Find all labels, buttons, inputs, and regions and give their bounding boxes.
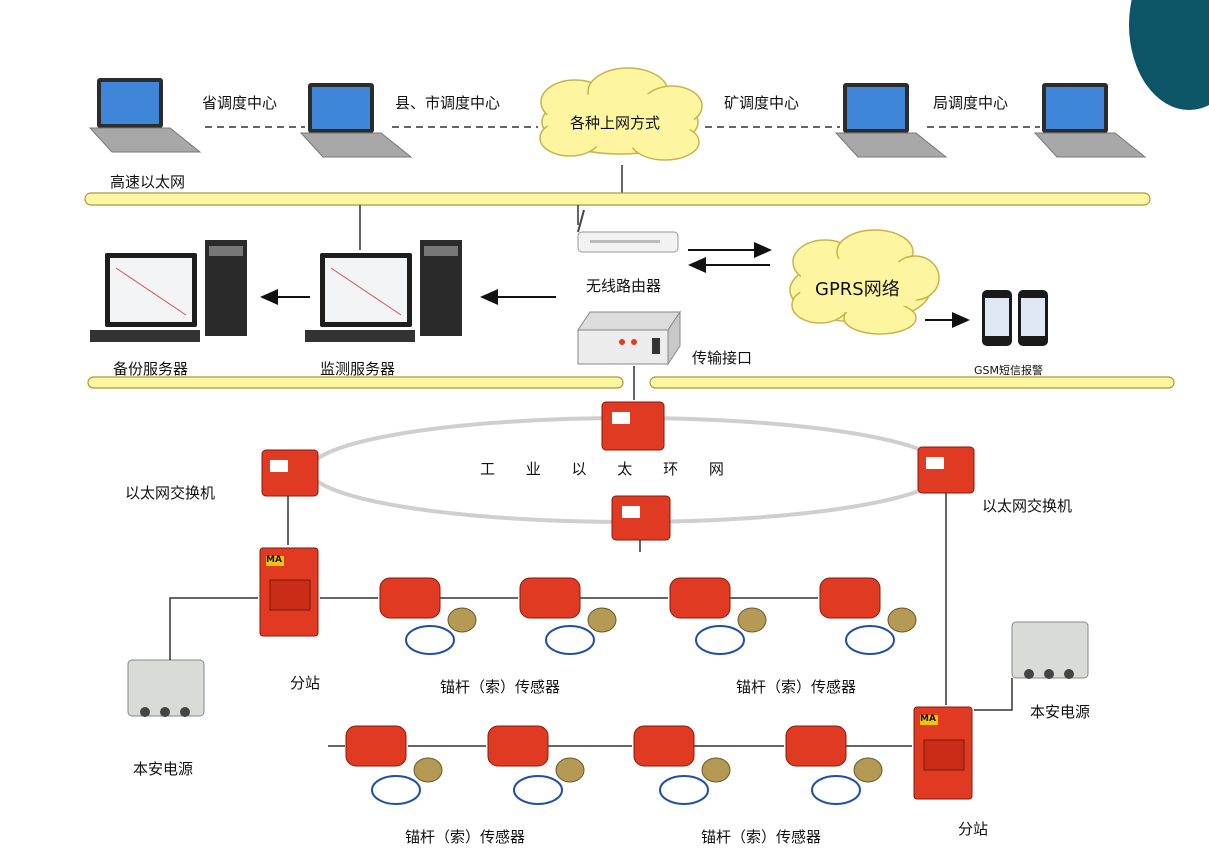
sensor-icon <box>345 725 847 767</box>
label-switch-left: 以太网交换机 <box>125 484 216 502</box>
label-monitor-server: 监测服务器 <box>320 360 396 378</box>
laptop-icon <box>1033 83 1147 158</box>
power-supply-2-icon <box>1011 621 1089 679</box>
label-backup-server: 备份服务器 <box>113 360 189 378</box>
label-switch-right: 以太网交换机 <box>982 497 1073 515</box>
label-sensor-2: 锚杆（索）传感器 <box>736 678 857 696</box>
label-sensor-3: 锚杆（索）传感器 <box>405 828 526 846</box>
substation-2-icon <box>913 706 973 800</box>
phone-icon <box>982 290 1048 346</box>
substation-1-icon <box>259 547 319 637</box>
transmission-interface-icon <box>577 310 681 366</box>
anchor-probe-icon <box>413 757 883 783</box>
label-substation-2: 分站 <box>958 820 989 838</box>
label-sensor-4: 锚杆（索）传感器 <box>701 828 822 846</box>
label-internet-cloud: 各种上网方式 <box>570 114 661 132</box>
sensor-icon <box>379 577 881 619</box>
laptop-icon <box>834 83 948 158</box>
label-sensor-1: 锚杆（索）传感器 <box>440 678 561 696</box>
label-bureau-center: 局调度中心 <box>933 94 1009 112</box>
label-interface: 传输接口 <box>692 349 753 367</box>
ethernet-bus <box>84 192 1151 206</box>
label-gprs: GPRS网络 <box>815 279 900 300</box>
label-ethernet: 高速以太网 <box>110 173 186 191</box>
label-gsm: GSM短信报警 <box>974 364 1043 377</box>
ma-mark: MA <box>266 555 282 565</box>
anchor-probe-icon <box>447 607 917 633</box>
switch-icon <box>261 401 975 541</box>
ma-mark: MA <box>920 714 936 724</box>
router-icon <box>577 209 679 253</box>
power-supply-1-icon <box>127 659 205 717</box>
label-mine-center: 矿调度中心 <box>724 94 800 112</box>
gsm-bus <box>649 376 1175 389</box>
label-industrial-ring: 工 业 以 太 环 网 <box>480 460 730 478</box>
label-province-center: 省调度中心 <box>202 94 278 112</box>
laptop-icon <box>299 83 413 158</box>
backup-server-icon <box>90 240 247 342</box>
laptop-icon <box>88 78 202 153</box>
label-router: 无线路由器 <box>586 277 662 295</box>
label-county-city-center: 县、市调度中心 <box>395 94 501 112</box>
monitor-server-icon <box>305 240 462 342</box>
label-power-1: 本安电源 <box>133 760 194 778</box>
server-bus <box>87 376 624 389</box>
label-substation-1: 分站 <box>290 674 321 692</box>
label-power-2: 本安电源 <box>1030 703 1091 721</box>
